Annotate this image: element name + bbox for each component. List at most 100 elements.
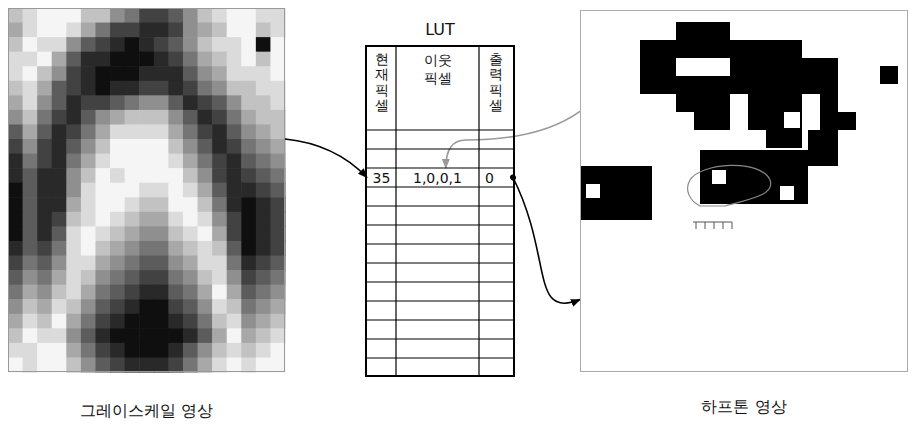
gray-pixel — [154, 168, 169, 183]
gray-pixel — [256, 270, 271, 285]
node-label: 그레이스케일 영상 — [0, 401, 324, 422]
gray-pixel — [183, 110, 198, 125]
node-label: 출력픽셀 — [489, 52, 503, 114]
gray-pixel — [256, 8, 271, 23]
gray-pixel — [23, 197, 38, 212]
gray-pixel — [37, 52, 52, 67]
gray-pixel — [23, 357, 38, 372]
gray-pixel — [168, 270, 183, 285]
gray-pixel — [52, 270, 67, 285]
gray-pixel — [212, 285, 227, 300]
gray-pixel — [110, 66, 125, 81]
gray-pixel — [95, 357, 110, 372]
gray-pixel — [241, 81, 256, 96]
gray-pixel — [212, 154, 227, 169]
gray-pixel — [227, 343, 242, 358]
gray-pixel — [168, 23, 183, 38]
gray-pixel — [125, 328, 140, 343]
node-label: 이웃 픽셀 — [417, 52, 459, 87]
gray-pixel — [23, 37, 38, 52]
gray-pixel — [270, 183, 285, 198]
gray-pixel — [110, 256, 125, 271]
gray-pixel — [95, 197, 110, 212]
gray-pixel — [227, 168, 242, 183]
gray-pixel — [81, 81, 96, 96]
gray-pixel — [95, 299, 110, 314]
grid-line — [478, 47, 479, 375]
gray-pixel — [183, 95, 198, 110]
gray-pixel — [256, 168, 271, 183]
gray-pixel — [52, 314, 67, 329]
node-label: 하프톤 영상 — [541, 397, 916, 418]
gray-pixel — [198, 124, 213, 139]
gray-pixel — [212, 197, 227, 212]
grid-line — [367, 262, 513, 263]
gray-pixel — [52, 139, 67, 154]
gray-pixel — [23, 270, 38, 285]
gray-pixel — [154, 154, 169, 169]
gray-pixel — [198, 23, 213, 38]
gray-pixel — [198, 95, 213, 110]
grid-line — [367, 205, 513, 206]
gray-pixel — [212, 139, 227, 154]
gray-pixel — [183, 256, 198, 271]
gray-pixel — [95, 8, 110, 23]
gray-pixel — [37, 8, 52, 23]
gray-pixel — [241, 23, 256, 38]
gray-pixel — [183, 66, 198, 81]
gray-pixel — [8, 357, 23, 372]
gray-pixel — [227, 95, 242, 110]
gray-pixel — [125, 357, 140, 372]
gray-pixel — [183, 139, 198, 154]
gray-pixel — [212, 124, 227, 139]
gray-pixel — [139, 212, 154, 227]
gray-pixel — [227, 212, 242, 227]
gray-pixel — [125, 52, 140, 67]
grid-line — [367, 167, 513, 168]
gray-pixel — [183, 197, 198, 212]
gray-pixel — [125, 343, 140, 358]
gray-pixel — [183, 328, 198, 343]
gray-pixel — [8, 343, 23, 358]
gray-pixel — [168, 8, 183, 23]
gray-pixel — [270, 95, 285, 110]
gray-pixel — [37, 66, 52, 81]
gray-pixel — [256, 212, 271, 227]
gray-pixel — [183, 270, 198, 285]
table-cell: 1,0,0,1 — [396, 168, 479, 187]
gray-pixel — [183, 37, 198, 52]
gray-pixel — [168, 95, 183, 110]
gray-pixel — [270, 197, 285, 212]
gray-pixel — [198, 139, 213, 154]
gray-pixel — [212, 52, 227, 67]
gray-pixel — [168, 241, 183, 256]
gray-pixel — [95, 110, 110, 125]
gray-pixel — [168, 154, 183, 169]
gray-pixel — [66, 37, 81, 52]
gray-pixel — [52, 241, 67, 256]
gray-pixel — [110, 241, 125, 256]
gray-pixel — [23, 8, 38, 23]
gray-pixel — [37, 212, 52, 227]
gray-pixel — [81, 23, 96, 38]
gray-pixel — [81, 299, 96, 314]
gray-pixel — [81, 95, 96, 110]
gray-pixel — [183, 52, 198, 67]
gray-pixel — [23, 110, 38, 125]
connector-arrow — [513, 178, 580, 304]
gray-pixel — [125, 66, 140, 81]
grid-line — [367, 243, 513, 244]
gray-pixel — [110, 183, 125, 198]
gray-pixel — [23, 124, 38, 139]
gray-pixel — [154, 299, 169, 314]
gray-pixel — [256, 197, 271, 212]
grid-line — [367, 357, 513, 358]
gray-pixel — [212, 241, 227, 256]
gray-pixel — [198, 357, 213, 372]
ruler-ticks — [693, 222, 732, 229]
gray-pixel — [110, 314, 125, 329]
gray-pixel — [168, 52, 183, 67]
gray-pixel — [212, 226, 227, 241]
gray-pixel — [81, 314, 96, 329]
gray-pixel — [168, 110, 183, 125]
